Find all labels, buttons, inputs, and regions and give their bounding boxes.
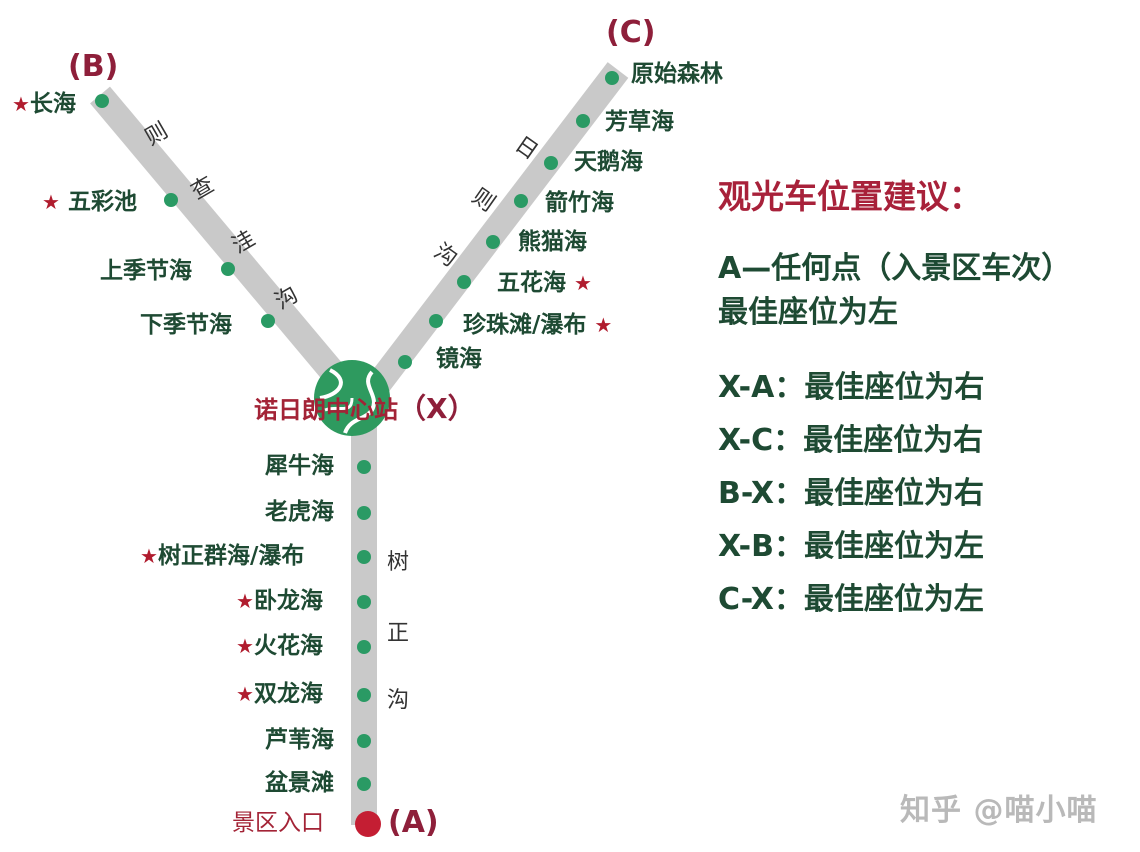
station-label[interactable]: 芳草海: [605, 109, 674, 135]
advice-rule: X-A：最佳座位为右: [718, 370, 985, 405]
station-dot[interactable]: [261, 314, 275, 328]
station-label[interactable]: 熊猫海: [518, 229, 587, 255]
rize-station-dots: [398, 71, 619, 369]
station-dot[interactable]: [457, 275, 471, 289]
entrance-label[interactable]: 景区入口: [232, 810, 324, 836]
station-label[interactable]: 下季节海: [140, 312, 232, 338]
zechawa-station-dots: [95, 94, 275, 328]
station-label[interactable]: 天鹅海: [574, 149, 643, 175]
station-dot[interactable]: [221, 262, 235, 276]
station-label[interactable]: ★卧龙海: [236, 588, 323, 614]
station-label[interactable]: 盆景滩: [265, 770, 334, 796]
station-dot[interactable]: [357, 688, 371, 702]
star-icon: ★: [236, 589, 254, 613]
station-dot[interactable]: [357, 506, 371, 520]
watermark: 知乎 @喵小喵: [900, 793, 1098, 828]
station-dot[interactable]: [605, 71, 619, 85]
station-dot[interactable]: [357, 777, 371, 791]
entrance-dot[interactable]: [355, 811, 381, 837]
seating-advice-panel: 观光车位置建议： A—任何点（入景区车次） 最佳座位为左 X-A：最佳座位为右 …: [718, 180, 1071, 626]
route-name-char: 沟: [387, 688, 410, 713]
advice-title: 观光车位置建议：: [718, 177, 982, 216]
center-station-label[interactable]: 诺日朗中心站（X）: [254, 392, 476, 425]
terminal-a-label: (A): [388, 805, 439, 840]
station-dot[interactable]: [357, 460, 371, 474]
station-label[interactable]: 老虎海: [265, 499, 334, 525]
advice-rule: C-X：最佳座位为左: [718, 582, 984, 617]
advice-rule: X-B：最佳座位为左: [718, 529, 985, 564]
station-dot[interactable]: [357, 595, 371, 609]
advice-line: 最佳座位为左: [718, 295, 898, 330]
station-dot[interactable]: [514, 194, 528, 208]
star-icon: ★: [236, 682, 254, 706]
station-label[interactable]: ★长海: [12, 91, 76, 117]
advice-rule: B-X：最佳座位为右: [718, 476, 985, 511]
hub-logo-icon[interactable]: [314, 360, 390, 436]
route-lines: [90, 62, 629, 825]
station-label[interactable]: ★双龙海: [236, 681, 323, 707]
station-dot[interactable]: [357, 734, 371, 748]
zechawa-route-line: [90, 86, 362, 404]
route-name-char: 树: [387, 550, 410, 575]
station-dot[interactable]: [398, 355, 412, 369]
station-label[interactable]: 犀牛海: [265, 453, 334, 479]
route-name-char: 正: [387, 621, 410, 646]
station-label[interactable]: 镜海: [436, 346, 482, 372]
station-label[interactable]: 珍珠滩/瀑布 ★: [463, 312, 613, 338]
rize-route-line: [359, 62, 629, 403]
terminal-c-label: (C): [606, 15, 656, 50]
station-label[interactable]: 原始森林: [631, 61, 723, 87]
station-dot[interactable]: [357, 640, 371, 654]
station-label[interactable]: 上季节海: [100, 258, 192, 284]
star-icon: ★: [42, 190, 60, 214]
advice-line: A—任何点（入景区车次）: [718, 251, 1072, 286]
station-dot[interactable]: [576, 114, 590, 128]
star-icon: ★: [12, 92, 30, 116]
star-icon: ★: [574, 271, 592, 295]
station-label[interactable]: 箭竹海: [545, 190, 614, 216]
station-dot[interactable]: [429, 314, 443, 328]
star-icon: ★: [140, 544, 158, 568]
station-label[interactable]: ★火花海: [236, 633, 323, 659]
station-dot[interactable]: [357, 550, 371, 564]
station-dot[interactable]: [95, 94, 109, 108]
station-label[interactable]: ★ 五彩池: [42, 189, 137, 215]
shuzheng-station-dots: [357, 460, 371, 791]
star-icon: ★: [594, 313, 613, 337]
station-dot[interactable]: [544, 156, 558, 170]
station-label[interactable]: 芦苇海: [265, 727, 334, 753]
star-icon: ★: [236, 634, 254, 658]
station-dot[interactable]: [164, 193, 178, 207]
station-dot[interactable]: [486, 235, 500, 249]
station-label[interactable]: 五花海 ★: [497, 270, 592, 296]
terminal-b-label: (B): [68, 49, 119, 84]
station-label[interactable]: ★树正群海/瀑布: [140, 543, 305, 569]
advice-rule: X-C：最佳座位为右: [718, 423, 984, 458]
